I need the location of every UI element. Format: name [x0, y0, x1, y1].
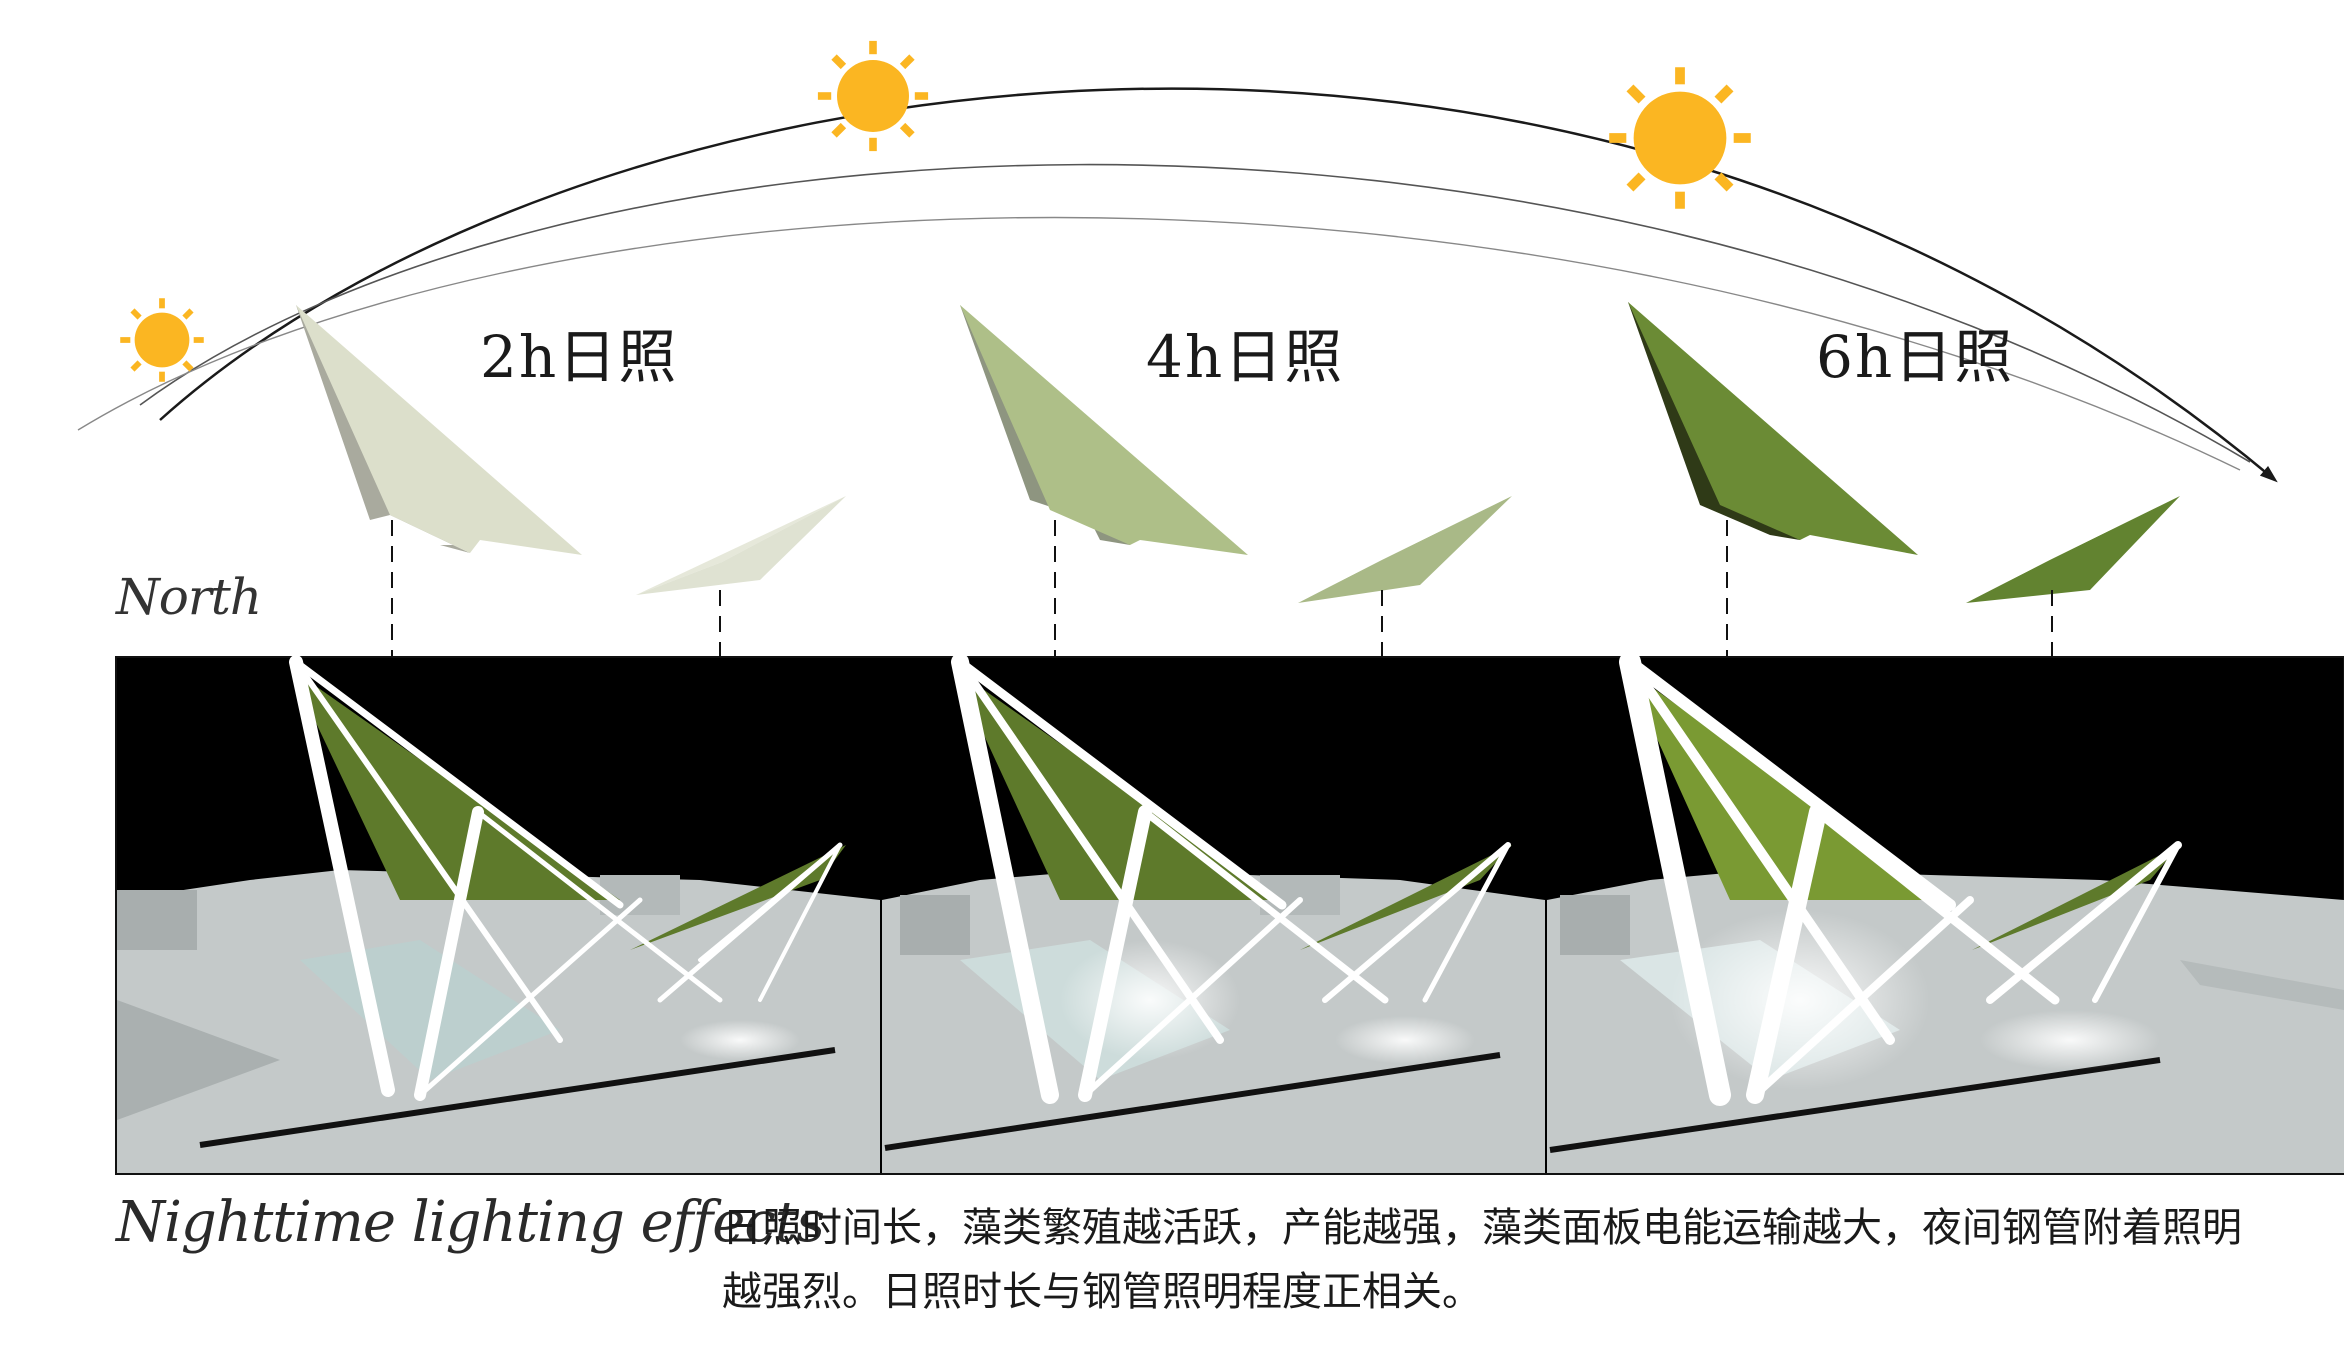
sun-path-outer	[160, 89, 2275, 480]
description-line-1: 日照时间长，藻类繁殖越活跃，产能越强，藻类面板电能运输越大，夜间钢管附着照明	[722, 1196, 2322, 1260]
north-label: North	[116, 568, 261, 626]
sun-icon	[818, 41, 928, 151]
hours-label-6h: 6h日照	[1816, 310, 2014, 394]
sun-icon	[1609, 67, 1751, 209]
description-text: 日照时间长，藻类繁殖越活跃，产能越强，藻类面板电能运输越大，夜间钢管附着照明 越…	[722, 1196, 2322, 1324]
hours-label-4h: 4h日照	[1146, 310, 1344, 394]
description-line-2: 越强烈。日照时长与钢管照明程度正相关。	[722, 1260, 2322, 1324]
sun-icon	[120, 298, 204, 382]
nighttime-title: Nighttime lighting effects	[116, 1190, 824, 1255]
hours-label-2h: 2h日照	[480, 310, 678, 394]
